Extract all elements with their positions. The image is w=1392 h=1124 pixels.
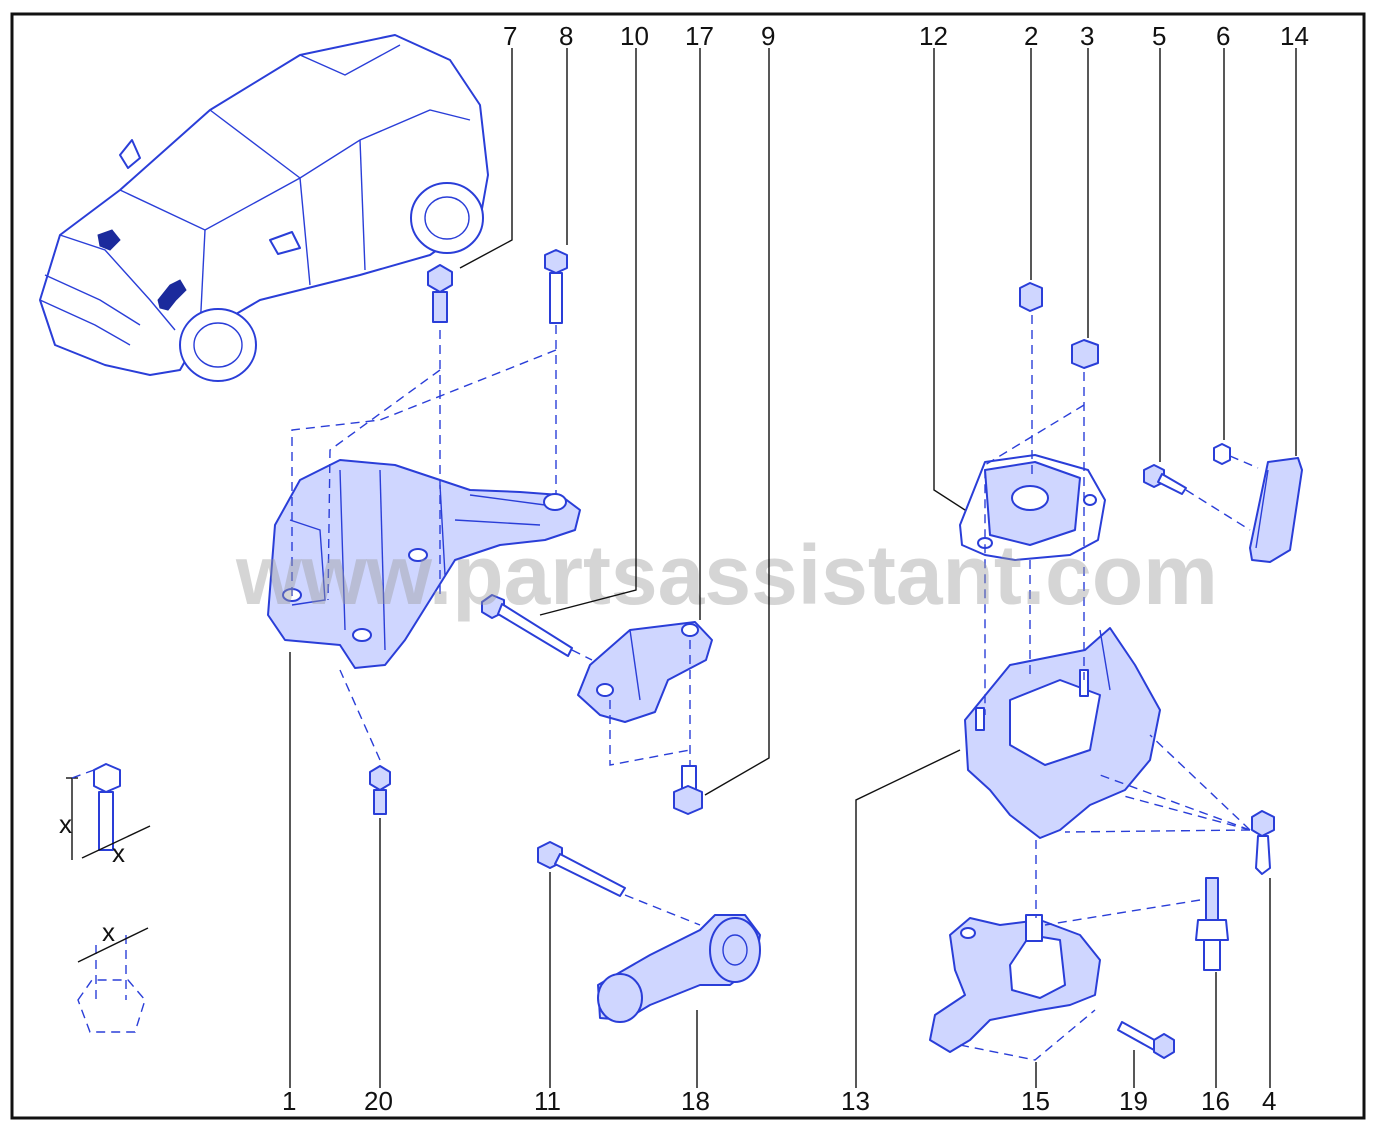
callout-6: 6 (1216, 21, 1230, 51)
part-13-mount-bracket (964, 627, 1161, 839)
bolt-dimension-icon (66, 763, 151, 860)
callout-13: 13 (841, 1086, 870, 1116)
callout-20: 20 (364, 1086, 393, 1116)
callout-7: 7 (503, 21, 517, 51)
diagram-frame (10, 12, 1366, 1120)
part-11-bolt (537, 841, 626, 897)
part-3-nut (1071, 339, 1099, 369)
callout-2: 2 (1024, 21, 1038, 51)
part-15-lower-mount (929, 914, 1101, 1053)
part-19-bolt (1117, 1021, 1175, 1059)
callout-14: 14 (1280, 21, 1309, 51)
leader-lines (289, 48, 1297, 1088)
callout-19: 19 (1119, 1086, 1148, 1116)
watermark: www.partsassistant.com (235, 528, 1218, 622)
callout-8: 8 (559, 21, 573, 51)
part-10-bolt (481, 594, 573, 657)
nut-dimension-icon (77, 927, 149, 1033)
part-20-bolt (369, 765, 391, 815)
callout-1: 1 (282, 1086, 296, 1116)
callout-16: 16 (1201, 1086, 1230, 1116)
callout-11: 11 (534, 1086, 561, 1116)
part-14-clip (1249, 457, 1303, 563)
part-12-transmission-mount (959, 454, 1106, 561)
callout-12: 12 (919, 21, 948, 51)
assembly-lines (291, 315, 1259, 1061)
part-8-bolt (544, 249, 568, 324)
callout-17: 17 (685, 21, 714, 51)
callout-9: 9 (761, 21, 775, 51)
part-2-nut (1019, 282, 1043, 312)
part-18-torque-rod (597, 914, 761, 1023)
callout-18: 18 (681, 1086, 710, 1116)
part-4-bolt (1251, 810, 1275, 875)
callout-3: 3 (1080, 21, 1094, 51)
callout-15: 15 (1021, 1086, 1050, 1116)
part-5-bolt (1143, 464, 1187, 495)
callout-10: 10 (620, 21, 649, 51)
part-17-bracket (577, 621, 713, 723)
part-6-nut (1213, 443, 1231, 465)
dimension-label-height: x (59, 809, 72, 839)
part-16-stud (1195, 877, 1229, 971)
part-9-bolt (673, 765, 703, 815)
callout-4: 4 (1262, 1086, 1276, 1116)
part-7-bolt (427, 264, 453, 323)
dimension-label-nut: x (102, 917, 115, 947)
callout-5: 5 (1152, 21, 1166, 51)
vehicle-illustration (39, 34, 489, 382)
dimension-label-width: x (112, 838, 125, 868)
